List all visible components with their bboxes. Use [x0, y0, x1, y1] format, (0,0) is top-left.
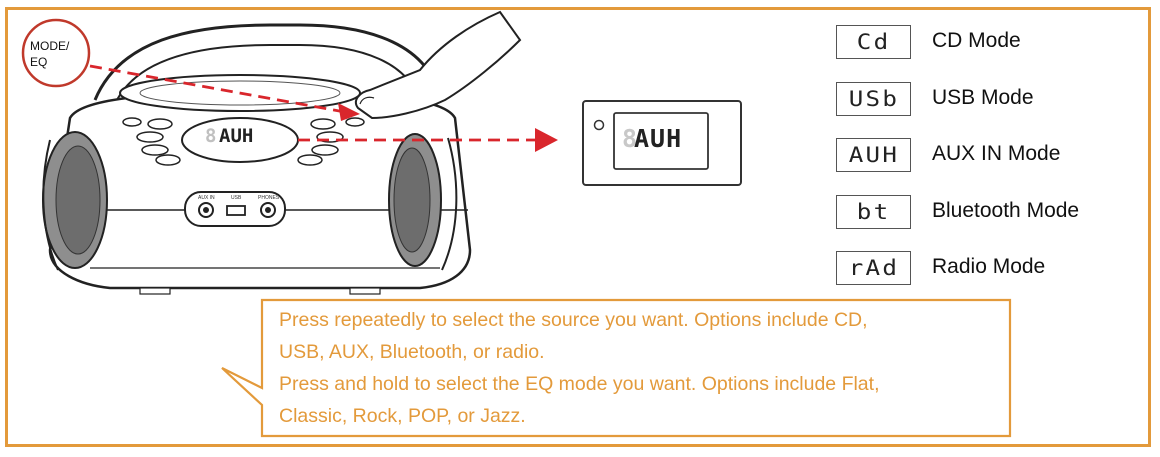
button-l5: [122, 117, 142, 127]
callout-text: Press repeatedly to select the source yo…: [279, 304, 1009, 432]
mode-eq-circle: [21, 18, 91, 88]
foot-left: [139, 287, 171, 295]
mode-code-text: rAd: [848, 256, 899, 280]
mode-label-usb: USB Mode: [932, 86, 1034, 109]
button-r3: [311, 144, 339, 156]
mode-eq-label-line1: MODE/: [30, 39, 70, 53]
mode-code-usb: USb: [836, 82, 911, 116]
aux-jack-hole: [203, 207, 209, 213]
hand: [354, 10, 522, 120]
foot-right: [349, 287, 381, 295]
button-r1: [310, 118, 336, 130]
button-l2: [136, 131, 164, 143]
speaker-guard-right: [441, 137, 458, 271]
phones-jack-hole: [265, 207, 271, 213]
mode-code-radio: rAd: [836, 251, 911, 285]
arrow-to-display-head: [535, 128, 558, 152]
finger-nail: [359, 96, 375, 105]
unit-display-text: AUH: [219, 125, 254, 147]
button-r4: [297, 154, 323, 166]
callout-line: USB, AUX, Bluetooth, or radio.: [279, 341, 545, 363]
arrow-to-button: [89, 64, 346, 114]
mode-code-text: bt: [856, 200, 891, 224]
button-l3: [141, 144, 169, 156]
button-l1: [147, 118, 173, 130]
mode-eq-label-line2: EQ: [30, 55, 48, 69]
mode-label-aux: AUX IN Mode: [932, 142, 1061, 165]
unit-display-ghost-digit: 8: [205, 125, 217, 147]
boombox-handle-inner: [114, 44, 421, 105]
diagram-frame: [5, 7, 1151, 447]
speaker-right-inner: [393, 147, 431, 253]
mode-eq-label: MODE/ EQ: [30, 38, 90, 70]
zoomed-display-text: AUH: [634, 124, 683, 153]
mode-label-cd: CD Mode: [932, 29, 1021, 52]
mode-code-bluetooth: bt: [836, 195, 911, 229]
arrow-to-button-head: [338, 103, 360, 121]
zoomed-display-screen: [613, 112, 709, 170]
cd-lid-inner: [139, 80, 341, 106]
zoomed-display-ghost-digit: 8: [622, 124, 638, 153]
usb-port-label: USB: [231, 195, 242, 201]
zoomed-display-led: [593, 119, 605, 131]
mode-code-aux: AUH: [836, 138, 911, 172]
mode-button: [345, 117, 365, 127]
phones-jack-label: PHONES: [258, 195, 280, 201]
mode-code-text: AUH: [848, 143, 899, 167]
speaker-guard-left: [42, 139, 59, 271]
callout-box: [221, 298, 1012, 438]
boombox-handle: [93, 23, 442, 101]
speaker-left-inner: [55, 145, 101, 255]
mode-code-text: Cd: [856, 30, 891, 54]
aux-jack-label: AUX IN: [198, 195, 215, 201]
callout-line: Press repeatedly to select the source yo…: [279, 309, 868, 331]
callout-line: Classic, Rock, POP, or Jazz.: [279, 405, 526, 427]
button-l4: [155, 154, 181, 166]
mode-label-bluetooth: Bluetooth Mode: [932, 199, 1080, 222]
mode-label-radio: Radio Mode: [932, 255, 1046, 278]
callout-line: Press and hold to select the EQ mode you…: [279, 373, 880, 395]
usb-port: [226, 205, 246, 216]
mode-code-cd: Cd: [836, 25, 911, 59]
mode-code-text: USb: [848, 87, 899, 111]
